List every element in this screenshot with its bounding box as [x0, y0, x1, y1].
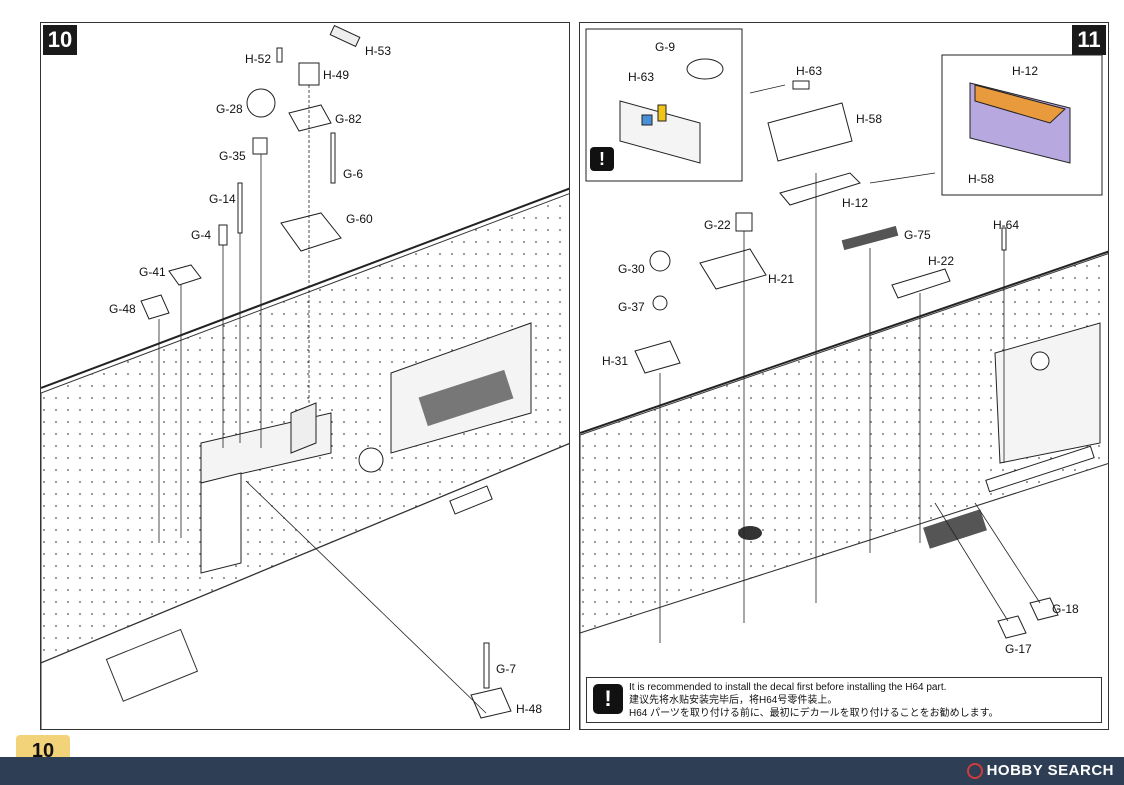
label-g35: G-35: [219, 149, 246, 163]
label-g48: G-48: [109, 302, 136, 316]
note-chinese: 建议先将水贴安装完毕后，将H64号零件装上。: [629, 695, 838, 706]
label-g14: G-14: [209, 192, 236, 206]
label-g17: G-17: [1005, 642, 1032, 656]
step-10-drawing: H-52 H-53 H-49 G-28 G-82 G-35 G-6 G-14 G…: [41, 24, 569, 729]
watermark: HOBBY SEARCH: [966, 759, 1114, 783]
step-11-drawing: G-9 H-63 H-63 H-58 H-12 H-58 H-12 G-22 H…: [580, 28, 1108, 729]
part-g4: [218, 224, 228, 246]
step-11-panel: 11: [579, 22, 1109, 730]
part-g28: [246, 88, 276, 118]
label-g37: G-37: [618, 300, 645, 314]
part-h58: [767, 102, 853, 162]
part-g82: [288, 104, 332, 132]
part-h49: [298, 62, 320, 86]
label-h63-inset: H-63: [628, 70, 654, 84]
part-g18: [1029, 597, 1059, 621]
part-g37: [652, 295, 668, 311]
instruction-note: ! It is recommended to install the decal…: [586, 677, 1102, 723]
note-text: It is recommended to install the decal f…: [629, 681, 999, 720]
label-h21: H-21: [768, 272, 794, 286]
part-h63-blue: [641, 114, 653, 126]
label-h58: H-58: [856, 112, 882, 126]
label-h58-inset: H-58: [968, 172, 994, 186]
part-g75: [841, 225, 899, 251]
watermark-text: HOBBY SEARCH: [986, 762, 1114, 779]
label-g28: G-28: [216, 102, 243, 116]
label-h64: H-64: [993, 218, 1019, 232]
island-11: [994, 322, 1101, 464]
flight-deck-11: [580, 253, 1108, 634]
label-h12-inset: H-12: [1012, 64, 1038, 78]
part-g30: [649, 250, 671, 272]
part-g17: [997, 615, 1027, 639]
label-h63: H-63: [796, 64, 822, 78]
part-h21: [699, 248, 767, 290]
part-g41: [168, 264, 202, 286]
part-h53: [329, 24, 361, 48]
footer-bar: [0, 757, 1124, 785]
hobby-search-logo-icon: [966, 763, 983, 780]
label-g30: G-30: [618, 262, 645, 276]
part-g14: [237, 182, 243, 234]
label-h52: H-52: [245, 52, 271, 66]
part-h12: [779, 172, 861, 206]
step-number-10: 10: [43, 25, 77, 55]
label-h22: H-22: [928, 254, 954, 268]
label-g18: G-18: [1052, 602, 1079, 616]
part-h12-orange: [974, 84, 1067, 124]
label-h53: H-53: [365, 44, 391, 58]
label-g7: G-7: [496, 662, 516, 676]
part-h63: [792, 80, 810, 90]
label-h12: H-12: [842, 196, 868, 210]
label-g9: G-9: [655, 40, 675, 54]
label-h49: H-49: [323, 68, 349, 82]
step-10-panel: 10: [40, 22, 570, 730]
label-g82: G-82: [335, 112, 362, 126]
inset-warning-icon: !: [590, 147, 614, 171]
part-g9-yellow: [657, 104, 667, 122]
part-g6: [330, 132, 336, 184]
part-h52: [276, 47, 283, 63]
label-g41: G-41: [139, 265, 166, 279]
label-g6: G-6: [343, 167, 363, 181]
part-g60: [280, 212, 342, 252]
label-h48: H-48: [516, 702, 542, 716]
step-number-11: 11: [1072, 25, 1106, 55]
warning-icon: !: [593, 684, 623, 714]
part-g7: [483, 642, 490, 689]
hull-side: [41, 443, 569, 729]
part-h22: [891, 268, 951, 299]
label-g22: G-22: [704, 218, 731, 232]
part-g22: [735, 212, 753, 232]
note-english: It is recommended to install the decal f…: [629, 682, 947, 693]
label-g4: G-4: [191, 228, 211, 242]
part-h48: [470, 687, 512, 719]
label-g60: G-60: [346, 212, 373, 226]
part-g35: [252, 137, 268, 155]
label-g75: G-75: [904, 228, 931, 242]
note-japanese: H64 パーツを取り付ける前に、最初にデカールを取り付けることをお勧めします。: [629, 708, 999, 719]
label-h31: H-31: [602, 354, 628, 368]
part-g48: [140, 294, 170, 320]
part-h31: [634, 340, 681, 374]
